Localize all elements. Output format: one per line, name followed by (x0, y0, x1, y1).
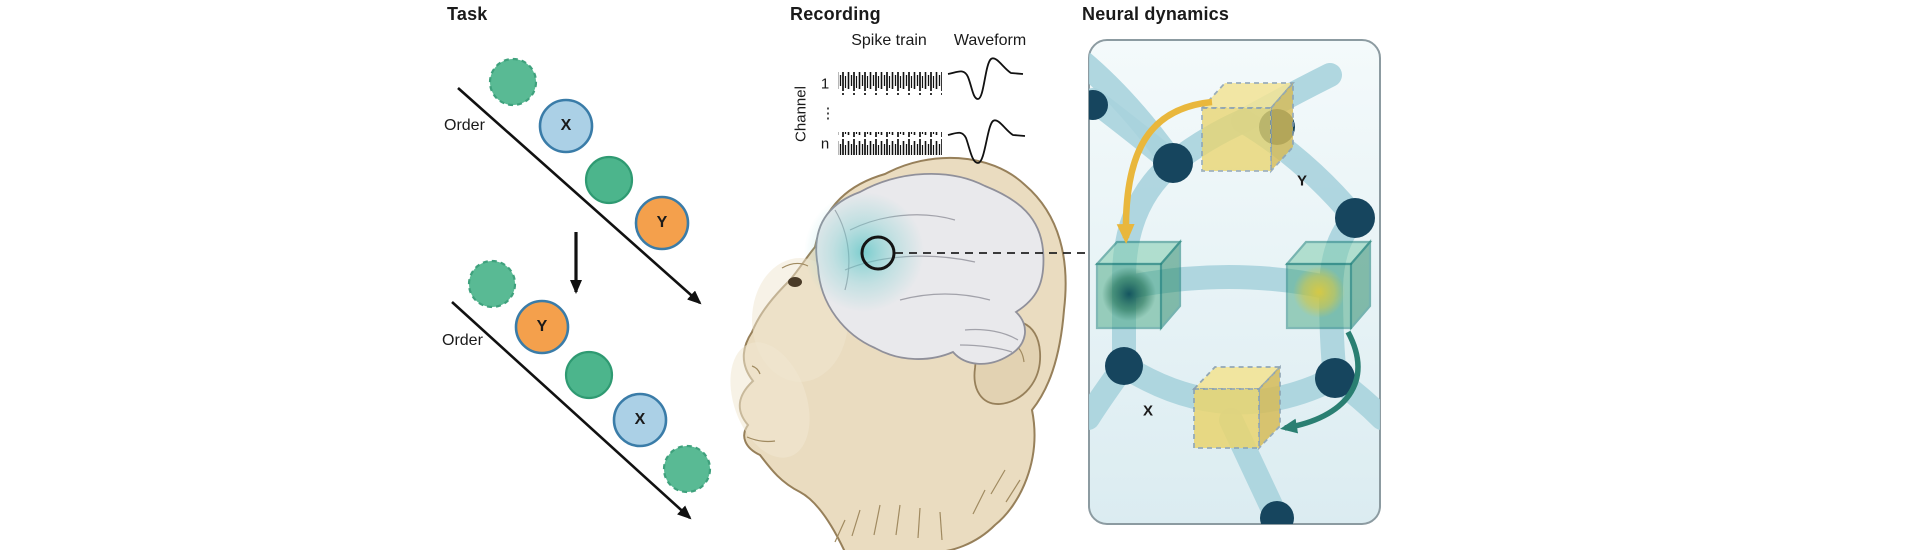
distractor-circle (584, 155, 634, 205)
spike-train-column-label: Spike train (851, 32, 927, 49)
item-x-circle-top (538, 98, 594, 154)
state-cube-x (1191, 364, 1283, 451)
recording-panel-graphics (730, 57, 1086, 550)
order-label-top: Order (444, 117, 485, 134)
task-panel-graphics (451, 57, 712, 520)
channel-1-label: 1 (820, 75, 830, 93)
network-node (1315, 358, 1355, 398)
channel-axis-label: Channel (792, 86, 810, 142)
network-node (1260, 501, 1294, 524)
attractor-cube-right (1284, 239, 1373, 331)
muzzle-shading (730, 342, 810, 458)
order-arrow-top (457, 87, 702, 305)
distractor-circle-dashed (488, 57, 538, 107)
eye (788, 277, 802, 287)
network-node (1089, 90, 1108, 120)
distractor-circle-dashed (662, 444, 712, 494)
state-cube-y (1199, 80, 1295, 174)
item-x-label-bottom: X (634, 411, 646, 428)
state-x-label: X (1142, 402, 1154, 420)
waveform-row-1 (947, 57, 1024, 100)
distractor-circle (564, 350, 614, 400)
transition-arrow-teal (1280, 330, 1361, 434)
state-y-label: Y (1296, 172, 1308, 190)
neural-dynamics-panel-graphics (1088, 39, 1381, 525)
waveform-row-n (947, 119, 1026, 164)
fur-strokes (834, 469, 1021, 543)
item-y-circle-bottom (514, 299, 570, 355)
transition-arrow-yellow (1116, 98, 1213, 244)
distractor-circle-dashed (467, 259, 517, 309)
network-node (1335, 198, 1375, 238)
item-y-label-bottom: Y (536, 318, 548, 335)
monkey-face-details (746, 262, 809, 443)
spike-train-row-1 (838, 72, 942, 95)
channel-ellipsis: ⋮ (820, 105, 836, 122)
spike-train-row-n (838, 132, 942, 155)
item-x-label-top: X (560, 117, 572, 134)
recording-panel-title: Recording (790, 4, 881, 24)
order-arrow-bottom (451, 301, 692, 520)
recording-site-circle (860, 235, 896, 271)
waveform-column-label: Waveform (953, 32, 1027, 49)
task-panel-title: Task (447, 4, 488, 24)
network-node (1105, 347, 1143, 385)
network-node (1153, 143, 1193, 183)
order-label-bottom: Order (442, 332, 483, 349)
prefrontal-glow (804, 192, 924, 312)
channel-n-label: n (820, 135, 830, 153)
attractor-cube-left (1094, 239, 1183, 331)
neural-dynamics-panel-title: Neural dynamics (1082, 4, 1230, 24)
item-y-circle-top (634, 195, 690, 251)
item-x-circle-bottom (612, 392, 668, 448)
item-y-label-top: Y (656, 214, 668, 231)
